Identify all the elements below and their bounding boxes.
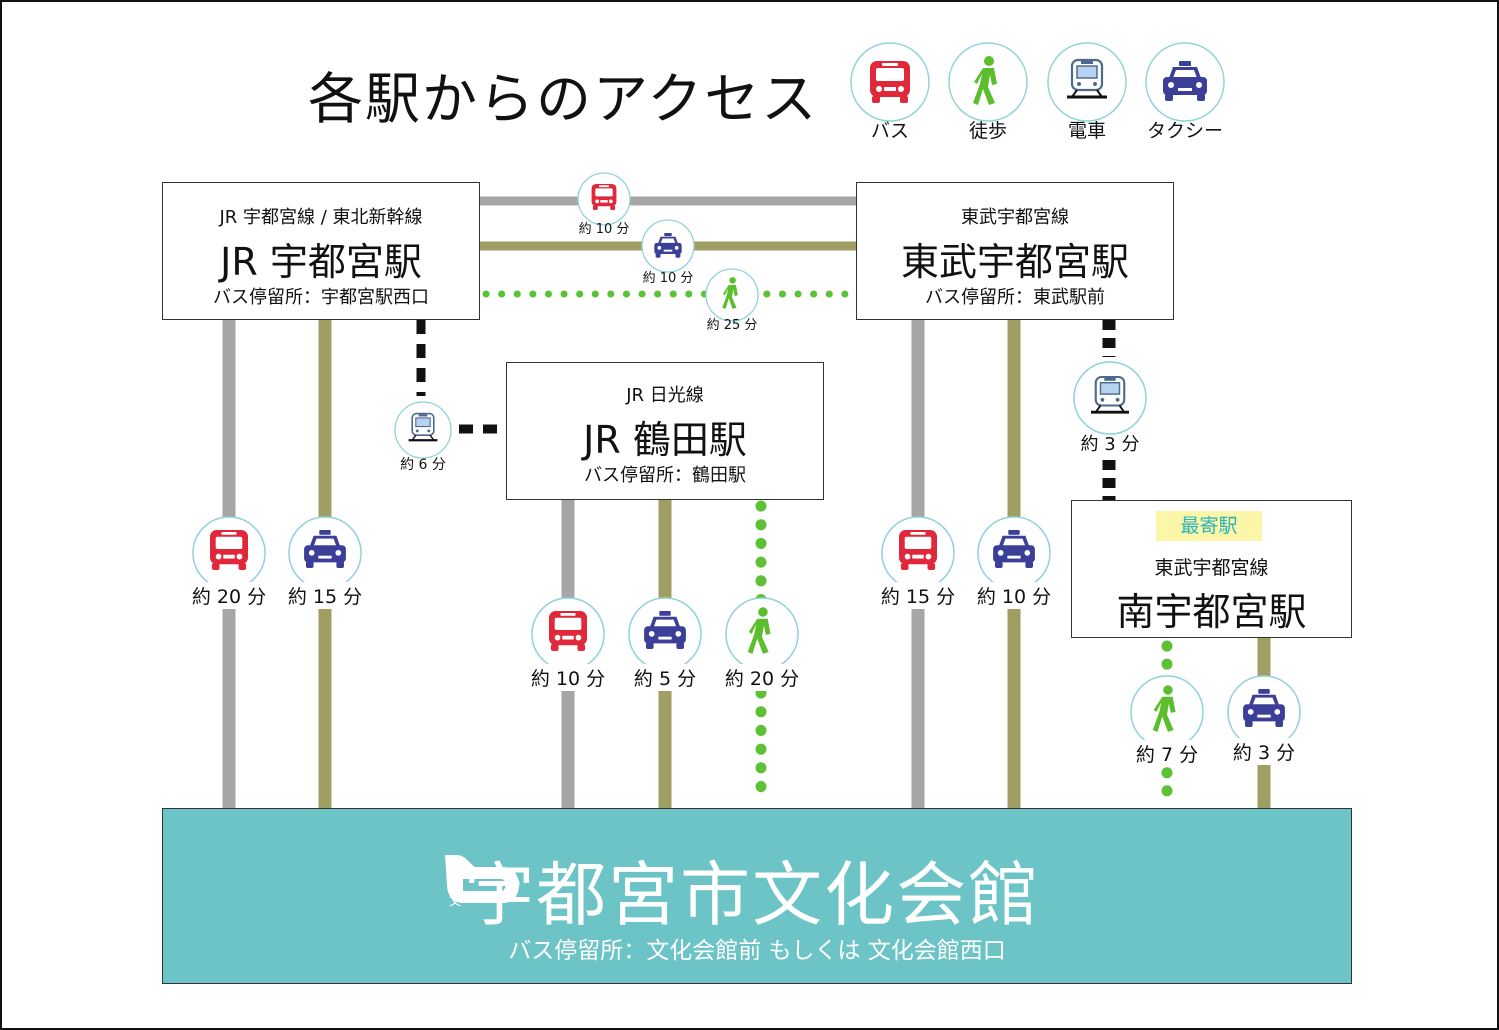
legend-train-icon — [1047, 42, 1127, 122]
time-label: 約 3 分 — [1080, 434, 1140, 455]
venue-bus-stop: バス停留所：文化会館前 もしくは 文化会館西口 — [508, 938, 1006, 964]
nearest-station-badge: 最寄駅 — [1156, 511, 1262, 541]
station-bus-stop: バス停留所：鶴田駅 — [584, 465, 746, 486]
time-label: 約 15 分 — [873, 582, 963, 609]
time-label: 約 25 分 — [706, 318, 758, 333]
legend-walk-icon — [948, 42, 1028, 122]
walk-icon — [1130, 675, 1204, 749]
venue-logo: 文 — [445, 855, 519, 908]
station-bus-stop: バス停留所：東武駅前 — [925, 287, 1105, 308]
station-bus-stop: バス停留所：宇都宮駅西口 — [213, 287, 429, 308]
station-line: 東武宇都宮線 — [1154, 557, 1269, 579]
legend-bus-icon — [850, 42, 930, 122]
page-title: 各駅からのアクセス — [308, 67, 819, 131]
station-name: JR 鶴田駅 — [583, 418, 747, 462]
svg-text:文: 文 — [449, 893, 461, 908]
train-icon — [394, 401, 452, 459]
time-label: 約 20 分 — [717, 664, 807, 691]
time-label: 約 20 分 — [184, 582, 274, 609]
station-tobu-utsunomiya: 東武宇都宮線 東武宇都宮駅 バス停留所：東武駅前 — [856, 182, 1174, 320]
station-jr-utsunomiya: JR 宇都宮線 / 東北新幹線 JR 宇都宮駅 バス停留所：宇都宮駅西口 — [162, 182, 480, 320]
taxi-icon — [641, 219, 695, 273]
venue-name: 宇都宮市文化会館 — [464, 854, 1041, 936]
taxi-icon — [288, 516, 362, 590]
time-label: 約 10 分 — [642, 271, 694, 286]
station-line: JR 宇都宮線 / 東北新幹線 — [219, 207, 423, 228]
legend-label-taxi: タクシー — [1146, 120, 1223, 142]
station-line: 東武宇都宮線 — [961, 207, 1069, 228]
time-label: 約 5 分 — [620, 664, 710, 691]
bus-icon — [881, 516, 955, 590]
time-label: 約 10 分 — [578, 222, 630, 237]
station-name: 東武宇都宮駅 — [900, 240, 1129, 284]
legend-taxi-icon — [1145, 42, 1225, 122]
station-line: JR 日光線 — [626, 385, 704, 406]
station-name: JR 宇都宮駅 — [220, 240, 422, 284]
time-label: 約 3 分 — [1219, 738, 1309, 765]
train-icon — [1073, 361, 1147, 435]
taxi-icon — [977, 516, 1051, 590]
walk-icon — [725, 597, 799, 671]
station-minami-utsunomiya: 最寄駅 東武宇都宮線 南宇都宮駅 — [1071, 500, 1352, 638]
legend-label-walk: 徒歩 — [968, 120, 1007, 142]
time-label: 約 15 分 — [280, 582, 370, 609]
walk-icon — [705, 268, 759, 322]
time-label: 約 10 分 — [969, 582, 1059, 609]
legend-label-bus: バス — [870, 120, 909, 142]
station-name: 南宇都宮駅 — [1116, 590, 1307, 634]
bus-icon — [192, 516, 266, 590]
venue-box: 文 宇都宮市文化会館 バス停留所：文化会館前 もしくは 文化会館西口 — [162, 808, 1352, 984]
time-label: 約 6 分 — [400, 457, 446, 473]
time-label: 約 7 分 — [1122, 740, 1212, 767]
bus-icon — [531, 597, 605, 671]
station-jr-tsuruta: JR 日光線 JR 鶴田駅 バス停留所：鶴田駅 — [506, 362, 824, 500]
time-label: 約 10 分 — [523, 664, 613, 691]
taxi-icon — [628, 597, 702, 671]
legend-label-train: 電車 — [1067, 120, 1106, 142]
bus-icon — [577, 172, 631, 226]
